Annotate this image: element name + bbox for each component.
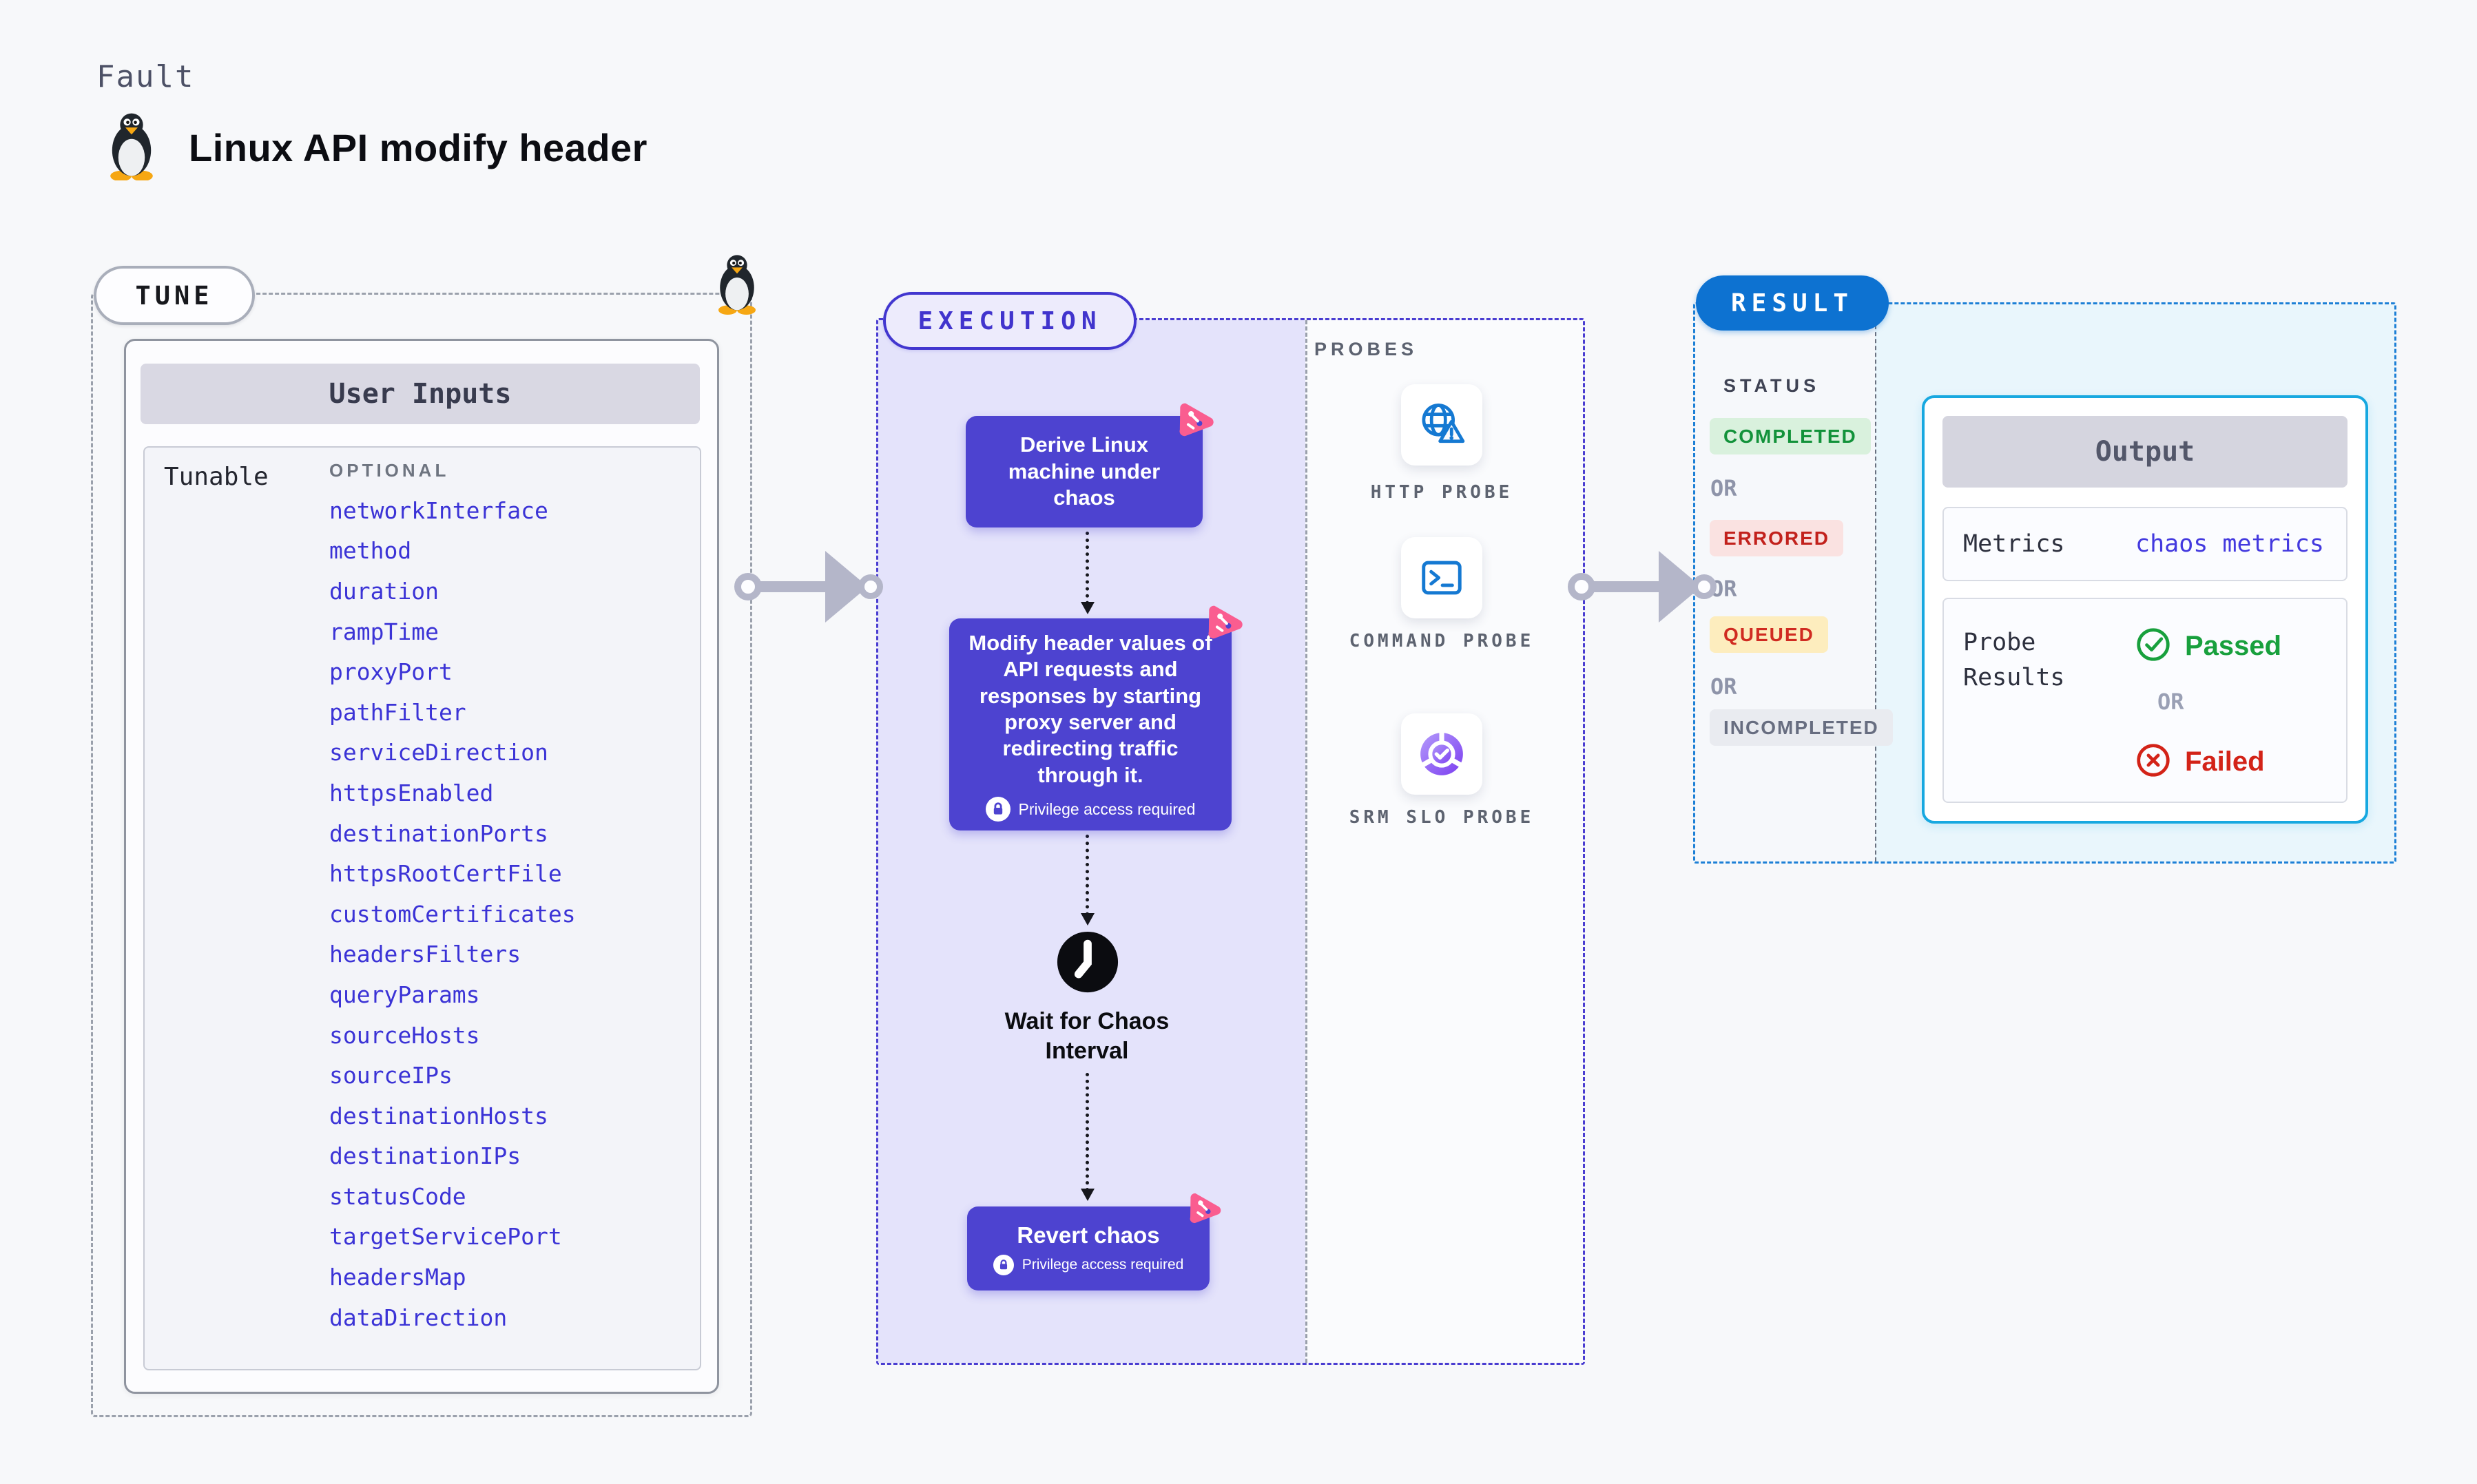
or-separator: OR (2157, 689, 2184, 715)
x-circle-icon (2135, 742, 2171, 782)
chaos-metrics-link[interactable]: chaos metrics (2135, 530, 2324, 558)
tunable-item[interactable]: destinationIPs (329, 1142, 521, 1170)
http-probe-icon (1401, 384, 1482, 466)
status-badge-queued: QUEUED (1710, 616, 1828, 653)
privilege-row: Privilege access required (993, 1255, 1184, 1276)
tunable-item[interactable]: customCertificates (329, 900, 576, 928)
tunable-item[interactable]: queryParams (329, 981, 480, 1008)
tux-penguin-icon-small (712, 251, 762, 320)
metrics-row: Metrics chaos metrics (1942, 507, 2348, 581)
tune-section-pill: TUNE (94, 266, 255, 325)
tunable-item[interactable]: proxyPort (329, 658, 453, 686)
or-separator: OR (1710, 673, 1737, 700)
tunable-item[interactable]: sourceHosts (329, 1021, 480, 1049)
tunable-item[interactable]: pathFilter (329, 698, 466, 726)
user-inputs-title: User Inputs (141, 364, 700, 424)
tunable-item[interactable]: headersFilters (329, 941, 521, 968)
output-panel: Output Metrics chaos metrics Probe Resul… (1922, 395, 2368, 824)
output-panel-title: Output (1942, 416, 2348, 488)
probe-results-label: Probe Results (1963, 629, 2065, 691)
passed-label: Passed (2185, 631, 2282, 661)
flow-arrow-tune-to-execution (734, 549, 883, 625)
metrics-label: Metrics (1963, 530, 2065, 558)
srm-slo-probe-label: SRM SLO PROBE (1349, 807, 1535, 828)
optional-tag: OPTIONAL (329, 460, 450, 481)
command-probe-icon (1401, 537, 1482, 618)
step-revert-chaos: Revert chaos Privilege access required (967, 1193, 1221, 1290)
tunable-item[interactable]: method (329, 537, 412, 565)
tunable-item[interactable]: destinationHosts (329, 1102, 548, 1129)
flow-arrow-execution-to-result (1568, 549, 1717, 625)
tunable-item[interactable]: destinationPorts (329, 819, 548, 847)
lock-icon (993, 1255, 1014, 1276)
step-modify-text: Modify header values of API requests and… (968, 630, 1212, 787)
check-circle-icon (2135, 627, 2171, 666)
tunable-item[interactable]: duration (329, 577, 439, 605)
tunables-panel (143, 446, 701, 1370)
page-title: Linux API modify header (189, 126, 647, 169)
chaos-logo-icon (1203, 600, 1247, 648)
failed-label: Failed (2185, 746, 2265, 777)
wait-step-label: Wait for Chaos Interval (1004, 1008, 1170, 1064)
privilege-note: Privilege access required (1018, 800, 1196, 818)
step-modify-headers: Modify header values of API requests and… (949, 605, 1243, 830)
tune-section-outline (91, 293, 752, 1417)
tunable-item[interactable]: networkInterface (329, 497, 548, 524)
step-derive-machine: Derive Linux machine under chaos (966, 403, 1214, 527)
flow-connector (1081, 835, 1095, 926)
tunable-list: networkInterface method duration rampTim… (329, 490, 576, 1337)
status-badge-errored: ERRORED (1710, 520, 1844, 556)
command-probe-label: COMMAND PROBE (1349, 631, 1535, 651)
probes-area (1305, 320, 1583, 1363)
probe-results-row: Probe Results Passed OR F (1942, 598, 2348, 803)
flow-connector (1081, 1073, 1095, 1201)
tunable-item[interactable]: targetServicePort (329, 1223, 562, 1251)
tunable-item[interactable]: httpsEnabled (329, 779, 494, 806)
fault-eyebrow: Fault (96, 59, 195, 94)
probe-failed-row: Failed (2135, 742, 2265, 782)
tunable-item[interactable]: headersMap (329, 1264, 466, 1291)
title-row: Linux API modify header (102, 112, 647, 184)
step-derive-text: Derive Linux machine under chaos (1008, 432, 1161, 510)
flow-connector (1081, 532, 1095, 614)
srm-slo-probe-icon (1401, 713, 1482, 795)
result-section-pill: RESULT (1696, 275, 1889, 331)
status-label: STATUS (1723, 375, 1820, 396)
wait-clock-icon (1055, 930, 1120, 998)
tux-penguin-icon (102, 112, 161, 184)
tunable-row-label: Tunable (164, 463, 269, 491)
step-revert-text: Revert chaos (1017, 1222, 1160, 1248)
tunable-item[interactable]: rampTime (329, 618, 439, 645)
or-separator: OR (1710, 475, 1737, 501)
execution-section-pill: EXECUTION (883, 292, 1137, 350)
probe-passed-row: Passed (2135, 627, 2281, 666)
tunable-item[interactable]: httpsRootCertFile (329, 860, 562, 888)
tunable-item[interactable]: sourceIPs (329, 1062, 453, 1089)
privilege-note: Privilege access required (1022, 1257, 1184, 1273)
chaos-logo-icon (1185, 1189, 1225, 1232)
probes-section-label: PROBES (1314, 339, 1418, 359)
privilege-row: Privilege access required (985, 797, 1196, 822)
tunable-item[interactable]: dataDirection (329, 1304, 508, 1331)
http-probe-label: HTTP PROBE (1370, 482, 1513, 503)
tunable-item[interactable]: serviceDirection (329, 739, 548, 766)
status-badge-incompleted: INCOMPLETED (1710, 709, 1893, 746)
status-output-divider (1875, 304, 1876, 861)
tunable-item[interactable]: statusCode (329, 1182, 466, 1210)
chaos-logo-icon (1174, 398, 1218, 446)
lock-icon (985, 797, 1011, 822)
status-badge-completed: COMPLETED (1710, 418, 1871, 454)
execution-probes-divider (1305, 320, 1307, 1363)
